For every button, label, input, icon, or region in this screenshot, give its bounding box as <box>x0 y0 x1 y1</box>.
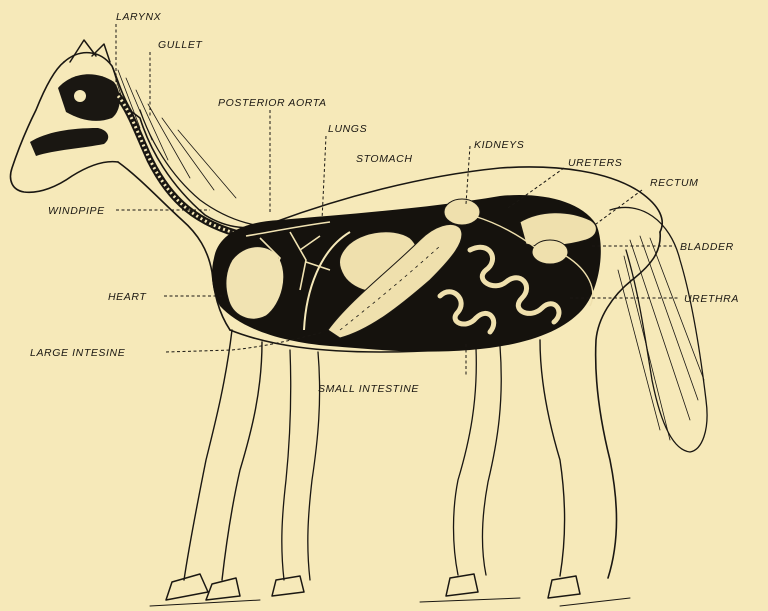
leader-kidneys <box>466 146 470 204</box>
hoof <box>272 576 304 596</box>
label-gullet: GULLET <box>158 39 203 51</box>
hoof <box>206 578 240 600</box>
hoof <box>446 574 478 596</box>
hoof <box>166 574 208 600</box>
far-hind-leg-back <box>482 346 501 575</box>
body-cavity <box>212 195 601 352</box>
label-posterior-aorta: POSTERIOR AORTA <box>218 97 327 109</box>
label-larynx: LARYNX <box>116 11 162 23</box>
label-windpipe: WINDPIPE <box>48 205 105 217</box>
far-front-leg <box>282 350 291 580</box>
leader-lungs <box>322 136 326 220</box>
label-kidneys: KIDNEYS <box>474 139 524 151</box>
label-small-intestine: SMALL INTESTINE <box>318 383 419 395</box>
ear-back <box>92 44 110 62</box>
hind-leg-front <box>540 340 565 576</box>
gullet-tube <box>140 110 290 227</box>
windpipe-rings <box>118 96 246 236</box>
ear <box>70 40 96 62</box>
label-bladder: BLADDER <box>680 241 734 253</box>
skull-shading <box>58 74 120 121</box>
bladder-organ <box>532 240 568 264</box>
hoof <box>548 576 580 598</box>
far-hind-leg <box>454 348 477 575</box>
throat-line <box>118 162 230 330</box>
label-heart: HEART <box>108 291 147 303</box>
label-urethra: URETHRA <box>684 293 739 305</box>
label-lungs: LUNGS <box>328 123 367 135</box>
ground-strokes <box>150 598 630 606</box>
kidney-organ <box>444 199 480 225</box>
label-large-intestine: LARGE INTESINE <box>30 347 126 359</box>
label-ureters: URETERS <box>568 157 622 169</box>
front-leg-back <box>222 342 262 580</box>
label-stomach: STOMACH <box>356 153 413 165</box>
eye <box>74 90 86 102</box>
jaw-shading <box>30 128 108 156</box>
front-leg <box>184 330 232 580</box>
leader-rectum <box>596 190 642 224</box>
hind-leg-back <box>596 232 661 578</box>
label-rectum: RECTUM <box>650 177 699 189</box>
windpipe-tube <box>118 96 246 236</box>
mane-hair <box>112 66 236 198</box>
